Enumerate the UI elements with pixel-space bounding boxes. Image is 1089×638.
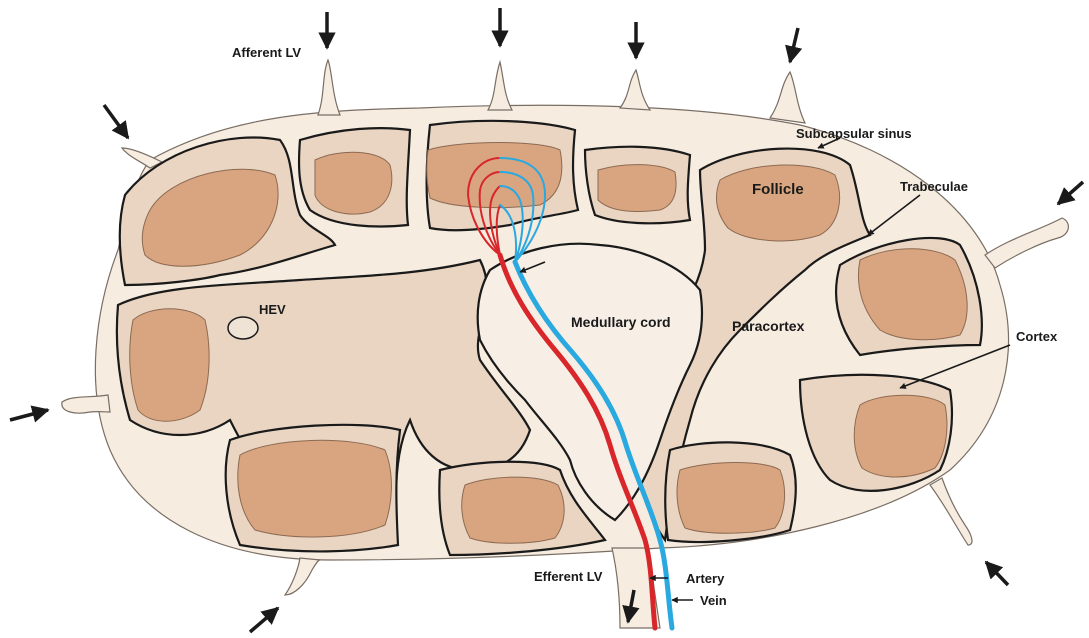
label-artery: Artery: [686, 572, 724, 585]
flow-arrow: [1058, 182, 1083, 204]
hev-vessel: [228, 317, 258, 339]
afferent-vessel-3: [620, 70, 650, 110]
label-afferent-lv: Afferent LV: [232, 46, 301, 59]
follicle: [315, 152, 392, 214]
label-cortex: Cortex: [1016, 330, 1057, 343]
label-paracortex: Paracortex: [732, 319, 804, 333]
flow-arrow: [104, 105, 128, 138]
afferent-vessel-4: [770, 72, 805, 123]
follicle: [427, 143, 562, 208]
label-medullary-cord: Medullary cord: [571, 315, 671, 329]
follicle: [238, 440, 392, 537]
afferent-vessel-9: [930, 478, 972, 545]
follicle: [716, 165, 839, 241]
flow-arrow: [10, 410, 48, 420]
label-trabeculae: Trabeculae: [900, 180, 968, 193]
label-hev: HEV: [259, 303, 286, 316]
label-efferent-lv: Efferent LV: [534, 570, 602, 583]
label-subcapsular-sinus: Subcapsular sinus: [796, 127, 912, 140]
follicle: [598, 165, 676, 212]
follicle: [854, 395, 947, 477]
flow-arrow: [790, 28, 798, 62]
afferent-vessel-2: [488, 62, 512, 110]
follicle: [677, 463, 785, 534]
label-follicle: Follicle: [752, 182, 804, 197]
label-vein: Vein: [700, 594, 727, 607]
flow-arrow: [986, 562, 1008, 585]
afferent-vessel-6: [985, 218, 1068, 268]
flow-arrow: [250, 608, 278, 632]
afferent-vessel-7: [62, 395, 110, 413]
afferent-vessel-1: [318, 60, 340, 115]
afferent-vessel-8: [285, 558, 320, 595]
follicle: [130, 309, 209, 422]
follicle: [462, 477, 564, 543]
